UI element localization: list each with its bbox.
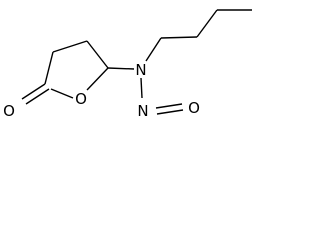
atom-label-carbonyl-oxygen: O (3, 102, 15, 120)
atom-label-nitroso-oxygen: O (188, 99, 200, 117)
bond-nitroso-2 (156, 109, 184, 115)
bond-n-butyl-c1 (145, 37, 162, 62)
atom-label-ring-oxygen: O (75, 90, 87, 108)
structure-diagram: O O N N O (3, 9, 252, 120)
atom-label-amine-nitrogen: N (135, 61, 146, 79)
bond-ring-oring-c1 (50, 88, 74, 99)
bond-butyl-c1-c2 (160, 36, 198, 39)
bond-n-n (140, 77, 143, 99)
bond-ring-c1-c2 (44, 51, 54, 85)
bond-carbonyl-2 (25, 88, 50, 105)
bond-butyl-c2-c3 (196, 9, 218, 38)
bond-c4-n (107, 67, 135, 70)
bond-nitroso-1 (155, 103, 183, 109)
bond-ring-c4-oring (86, 67, 109, 91)
bond-carbonyl-1 (21, 83, 46, 100)
atom-label-nitroso-nitrogen: N (137, 102, 148, 120)
bond-ring-c3-c4 (86, 40, 109, 69)
bond-ring-c2-c3 (52, 40, 88, 53)
